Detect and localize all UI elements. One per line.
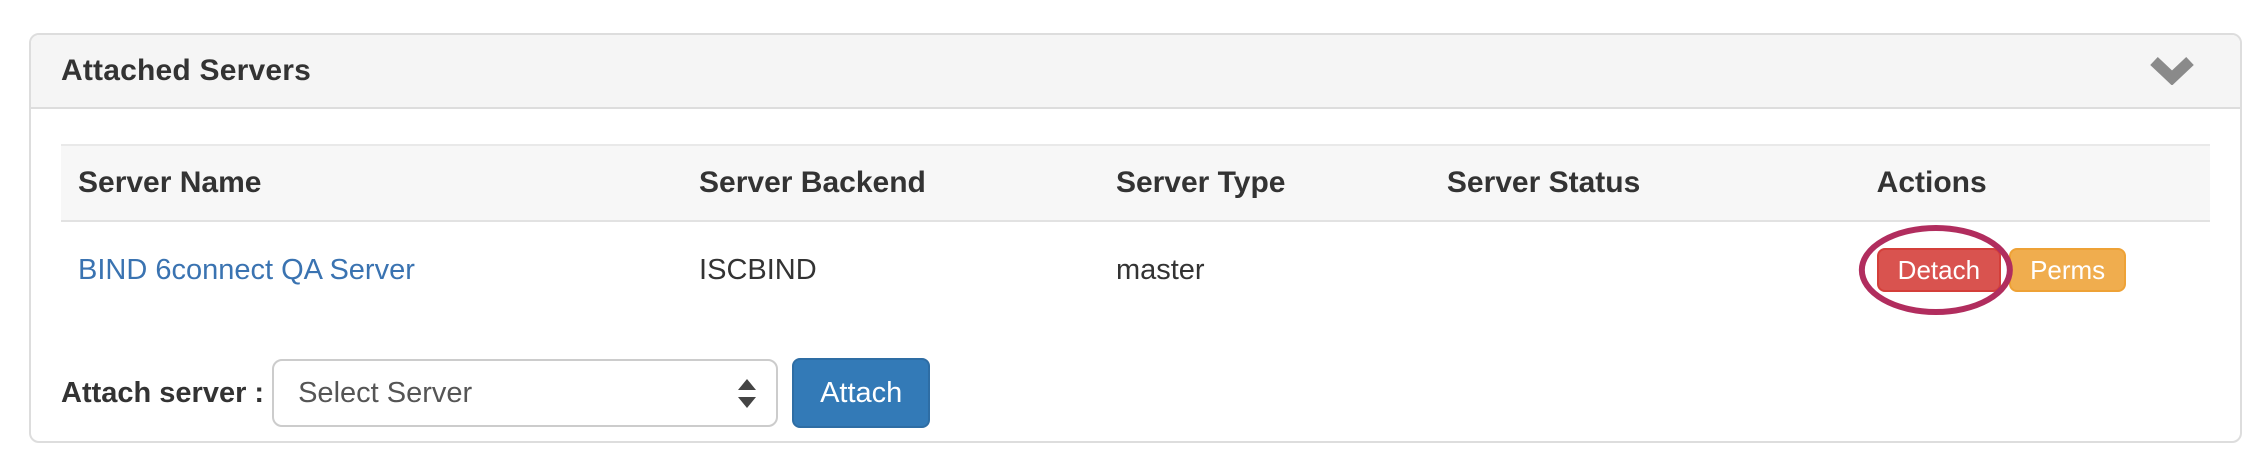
col-header-actions: Actions — [1859, 144, 2210, 222]
select-stepper-icon — [738, 378, 757, 408]
detach-button[interactable]: Detach — [1876, 248, 2002, 292]
server-name-link[interactable]: BIND 6connect QA Server — [78, 254, 415, 286]
attach-server-label: Attach server : — [61, 376, 265, 409]
table-header-row: Server Name Server Backend Server Type S… — [61, 144, 2210, 222]
perms-button[interactable]: Perms — [2009, 248, 2127, 292]
server-type-cell: master — [1115, 254, 1205, 286]
col-header-server-backend: Server Backend — [682, 144, 1099, 222]
panel-title: Attached Servers — [61, 54, 311, 87]
attached-servers-table: Server Name Server Backend Server Type S… — [61, 144, 2210, 320]
col-header-server-status: Server Status — [1429, 144, 1860, 222]
actions-cell: Detach Perms — [1858, 221, 2210, 320]
server-select-value: Select Server — [298, 376, 473, 409]
server-name-cell: BIND 6connect QA Server — [61, 221, 682, 320]
table-row: BIND 6connect QA Server ISCBIND master D… — [61, 221, 2210, 320]
server-select[interactable]: Select Server — [272, 359, 779, 427]
panel-body: Server Name Server Backend Server Type S… — [31, 109, 2240, 428]
server-status-cell — [1430, 221, 1860, 320]
attach-server-form: Attach server : Select Server Attach — [61, 358, 2210, 428]
col-header-server-name: Server Name — [61, 144, 683, 222]
detach-annotation-wrap: Detach — [1858, 225, 2013, 315]
panel-heading: Attached Servers — [31, 35, 2240, 109]
attach-button[interactable]: Attach — [792, 358, 931, 428]
attached-servers-panel: Attached Servers Server Name Server Back… — [29, 33, 2242, 443]
chevron-down-icon[interactable] — [2150, 57, 2194, 85]
col-header-server-type: Server Type — [1098, 144, 1430, 222]
server-backend-cell: ISCBIND — [699, 254, 817, 286]
